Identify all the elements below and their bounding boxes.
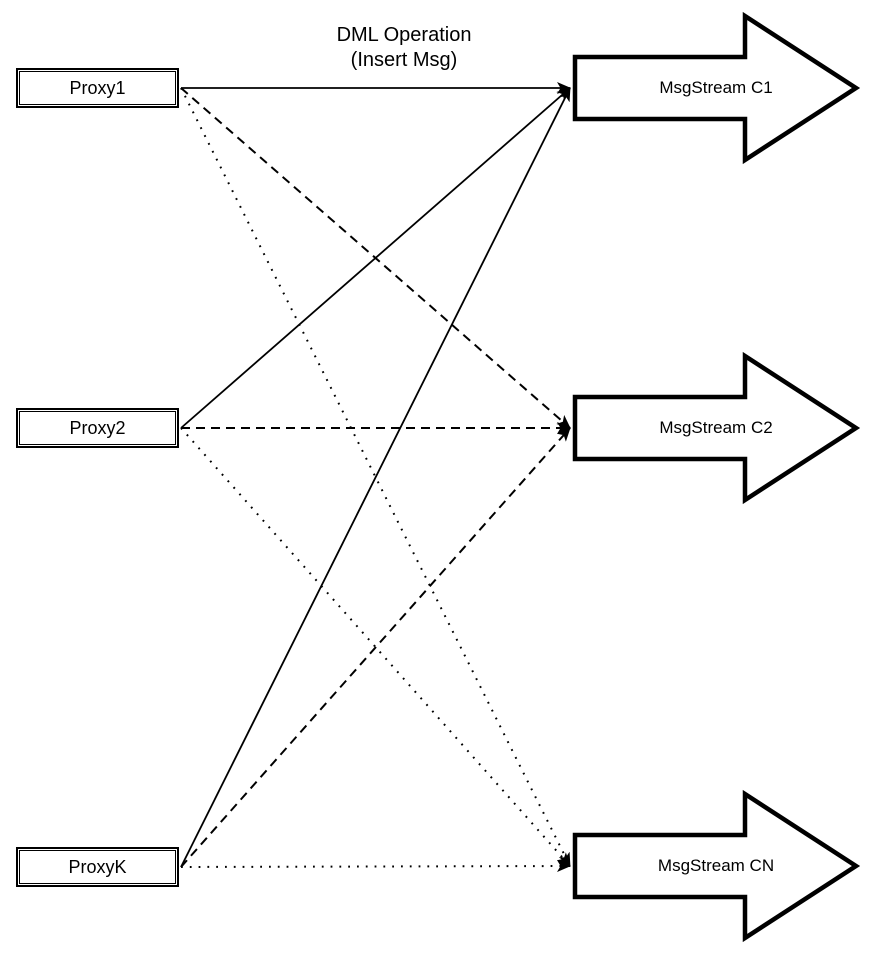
node-proxy1-label: Proxy1 <box>69 78 126 98</box>
edge-proxyk-to-cn-dotted <box>180 860 571 873</box>
node-proxy2-inner: Proxy2 <box>19 411 176 445</box>
msgstream-c2-arrow-shape <box>572 351 861 505</box>
node-proxy2: Proxy2 <box>16 408 179 448</box>
msgstream-c1-arrow-shape <box>572 11 861 165</box>
edge-proxyk-to-c2-dashed <box>180 427 571 868</box>
msgstream-c2-label: MsgStream C2 <box>659 418 773 437</box>
node-proxy1-inner: Proxy1 <box>19 71 176 105</box>
diagram-title-line1: DML Operation <box>336 24 472 46</box>
diagram-title-line2: (Insert Msg) <box>350 49 458 71</box>
node-proxyk: ProxyK <box>16 847 179 887</box>
node-proxy1: Proxy1 <box>16 68 179 108</box>
msgstream-cn-label: MsgStream CN <box>657 856 775 875</box>
edge-proxyk-to-c1-solid <box>180 87 571 868</box>
node-proxyk-inner: ProxyK <box>19 850 176 884</box>
msgstream-cn-arrow-shape <box>572 789 861 943</box>
edge-proxy2-to-c1-solid <box>180 87 571 429</box>
node-proxy2-label: Proxy2 <box>69 418 126 438</box>
node-proxyk-label: ProxyK <box>68 857 127 877</box>
diagram-title: DML Operation (Insert Msg) <box>289 23 519 73</box>
stream-shapes <box>572 11 861 943</box>
msgstream-c1-label: MsgStream C1 <box>659 78 773 97</box>
edge-layer <box>180 82 571 873</box>
edge-proxy2-to-cn-dotted <box>180 427 571 867</box>
